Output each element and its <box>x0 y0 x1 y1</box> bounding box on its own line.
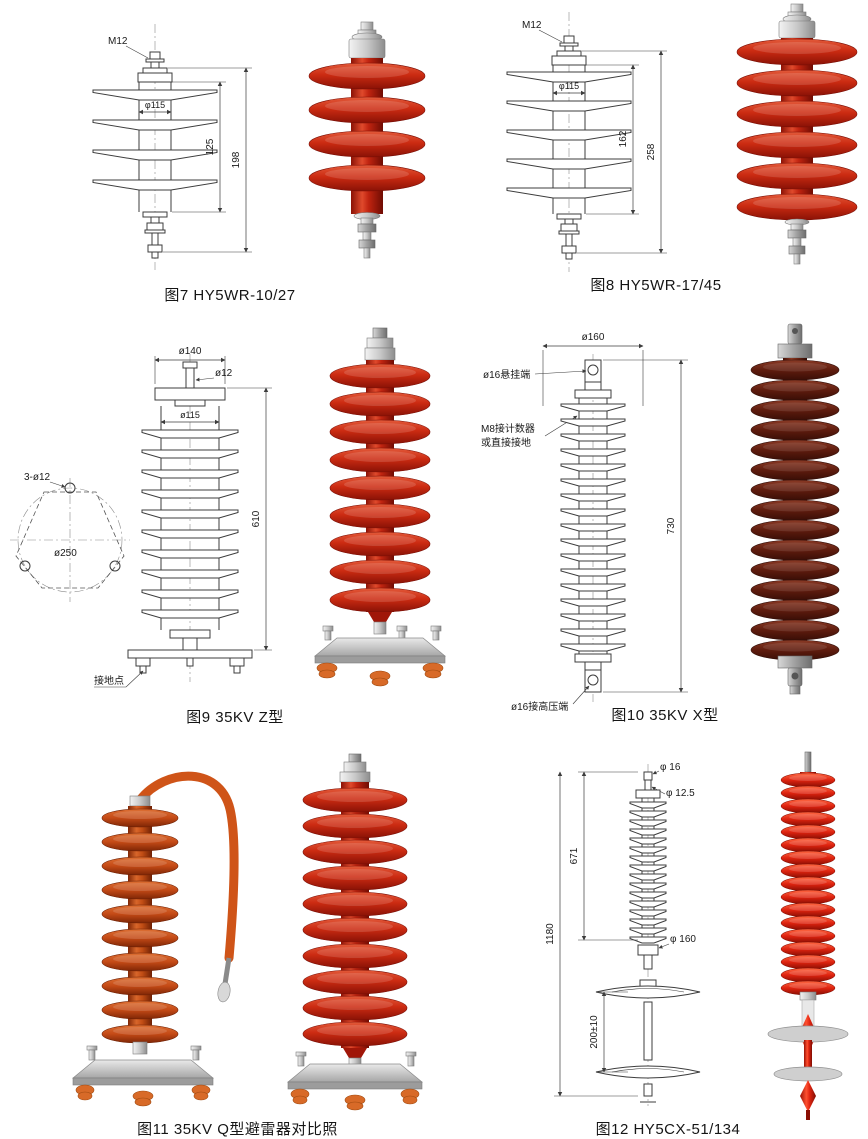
fig12-photo-arrester <box>767 751 849 1120</box>
fig8-dim-258: 258 <box>577 50 667 254</box>
fig10-photo <box>750 323 840 695</box>
fig7-phi115-label: φ115 <box>145 100 165 110</box>
fig9-ground-label: 接地点 <box>94 674 124 687</box>
figure-fig7: M12 φ115 <box>30 12 430 312</box>
fig9-drawing: ø140 ø12 ø115 <box>10 346 272 688</box>
fig7-m12-label: M12 <box>108 36 128 47</box>
fig10-counter-callout: M8接计数器 或直接接地 <box>481 415 578 449</box>
fig10-hang-label: ø16悬挂端 <box>483 368 530 381</box>
fig10-caption: 图10 35KV X型 <box>611 707 719 724</box>
fig10-hv-label: ø16接高压端 <box>511 700 568 713</box>
fig9-dim-phi140: ø140 <box>154 346 226 384</box>
figure-fig11: 图11 35KV Q型避雷器对比照 <box>15 752 460 1139</box>
fig9-top-terminal <box>154 361 226 407</box>
fig9-phi115-label: ø115 <box>180 410 200 420</box>
fig10-body <box>560 398 626 654</box>
fig10-drawing: ø160 ø16悬挂端 M8接计数器 或直接接地 <box>481 332 688 713</box>
fig8-photo-arrester <box>736 3 858 265</box>
fig9-base <box>127 629 253 674</box>
fig7-d125-label: 125 <box>205 138 216 155</box>
fig7-d198-label: 198 <box>231 151 242 168</box>
fig12-dim-1180: 1180 <box>545 771 638 1097</box>
fig9-mounting-detail: 3-ø12 ø250 <box>10 472 130 602</box>
fig8-body <box>506 65 632 214</box>
fig7-dim-125: 125 <box>172 81 226 213</box>
fig7-dim-198: 198 <box>163 67 252 253</box>
fig12-caption: 图12 HY5CX-51/134 <box>595 1121 741 1138</box>
fig7-caption: 图7 HY5WR-10/27 <box>164 287 296 304</box>
fig7-drawing: M12 φ115 <box>92 24 252 270</box>
fig8-photo <box>736 3 858 265</box>
fig9-ground-callout: 接地点 <box>94 670 144 688</box>
fig10-counter1-label: M8接计数器 <box>481 422 535 435</box>
fig8-m12-label: M12 <box>522 20 542 31</box>
fig7-bottom-terminal <box>142 211 168 259</box>
fig12-d1180-label: 1180 <box>545 923 556 945</box>
fig11-left-arrester <box>72 771 239 1107</box>
lead-cable <box>135 771 239 963</box>
fig12-ring-assembly <box>595 979 701 1103</box>
fig10-d730-label: 730 <box>666 517 677 534</box>
fig8-phi115-dim: φ115 <box>552 81 586 96</box>
figure-fig8: M12 φ115 <box>452 0 860 308</box>
fig10-top-terminal <box>574 359 612 399</box>
fig7-phi115-dim: φ115 <box>138 100 172 115</box>
fig8-d162-label: 162 <box>618 130 629 147</box>
figure-fig12: φ 16 φ 12.5 φ 160 <box>468 748 868 1139</box>
fig9-phi140-label: ø140 <box>179 346 202 357</box>
fig9-phi115-dim: ø115 <box>160 410 220 425</box>
fig7-photo-arrester <box>308 21 426 259</box>
fig9-photo <box>314 327 446 687</box>
fig8-top-terminal <box>551 35 587 66</box>
fig9-phi12-callout: ø12 <box>195 368 233 382</box>
fig9-caption: 图9 35KV Z型 <box>186 709 284 726</box>
figure-fig9: ø140 ø12 ø115 <box>10 322 460 726</box>
fig12-top-callouts: φ 16 φ 12.5 <box>643 762 695 799</box>
fig8-drawing: M12 φ115 <box>506 12 667 272</box>
figure-fig10: ø160 ø16悬挂端 M8接计数器 或直接接地 <box>465 318 865 726</box>
fig9-body <box>141 406 239 630</box>
fig10-hv-callout: ø16接高压端 <box>511 685 590 713</box>
fig12-phi160-label: φ 160 <box>670 934 696 945</box>
fig12-dim-200: 200±10 <box>589 991 628 1073</box>
fig11-caption: 图11 35KV Q型避雷器对比照 <box>137 1121 338 1138</box>
fig9-holes-label: 3-ø12 <box>24 472 51 483</box>
fig12-phi125-label: φ 12.5 <box>666 788 695 799</box>
fig10-dim-phi160: ø160 <box>542 332 644 406</box>
fig8-phi115-label: φ115 <box>559 81 579 91</box>
fig12-d200-label: 200±10 <box>589 1015 600 1049</box>
fig10-dim-730: 730 <box>603 359 688 693</box>
cable-lug <box>217 981 231 1003</box>
fig8-caption: 图8 HY5WR-17/45 <box>590 277 722 294</box>
fig10-hang-callout: ø16悬挂端 <box>483 368 587 381</box>
fig7-photo <box>308 21 426 259</box>
fig9-d610-label: 610 <box>251 510 262 527</box>
fig7-body <box>92 82 218 212</box>
fig7-top-terminal <box>137 51 173 83</box>
fig8-bottom-terminal <box>556 213 582 260</box>
fig10-phi160-label: ø160 <box>582 332 605 343</box>
fig9-phi250-label: ø250 <box>54 548 77 559</box>
fig10-photo-arrester <box>750 323 840 695</box>
fig11-photo-right <box>287 753 423 1111</box>
fig12-phi16-label: φ 16 <box>660 762 681 773</box>
fig12-body: φ 160 <box>629 789 696 970</box>
fig12-dim-671: 671 <box>569 771 638 941</box>
fig9-photo-arrester <box>314 327 446 687</box>
fig11-photo-left <box>72 771 239 1107</box>
fig12-photo <box>767 751 849 1120</box>
fig9-phi12-label: ø12 <box>215 368 233 379</box>
fig12-d671-label: 671 <box>569 847 580 864</box>
fig10-bottom-terminal <box>574 653 612 693</box>
fig8-dim-162: 162 <box>586 64 639 215</box>
fig10-counter2-label: 或直接接地 <box>481 436 531 449</box>
fig12-drawing: φ 16 φ 12.5 φ 160 <box>545 762 701 1106</box>
fig9-dim-610: 610 <box>227 387 272 651</box>
fig11-right-arrester <box>287 753 423 1111</box>
fig8-d258-label: 258 <box>646 143 657 160</box>
